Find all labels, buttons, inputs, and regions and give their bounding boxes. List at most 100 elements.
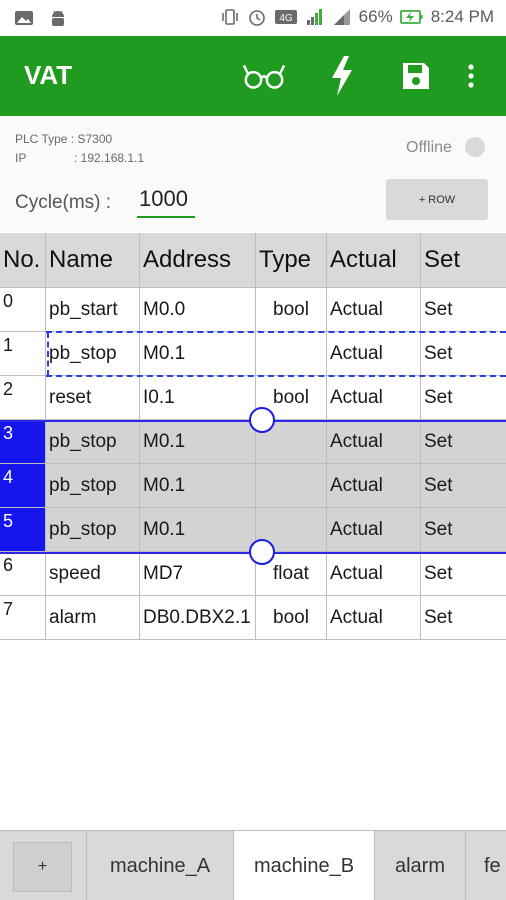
connection-status-label: Offline (406, 139, 452, 156)
cycle-label: Cycle(ms) : (15, 192, 112, 213)
table-row-selected[interactable]: 4 pb_stop M0.1 Actual Set (0, 464, 506, 508)
image-icon (15, 11, 33, 25)
actual-cell: Actual (327, 596, 421, 640)
name-cell[interactable]: alarm (46, 596, 140, 640)
row-number: 7 (0, 596, 46, 640)
tab-fe[interactable]: fe (465, 831, 506, 900)
network-4g-icon: 4G (274, 10, 297, 24)
selection-top-handle[interactable] (249, 407, 275, 433)
type-cell[interactable] (256, 508, 327, 552)
header-no: No. (0, 233, 46, 288)
type-cell[interactable]: bool (256, 376, 327, 420)
battery-charging-icon (399, 10, 423, 24)
row-number: 5 (0, 508, 46, 552)
address-cell[interactable]: M0.0 (140, 288, 256, 332)
address-cell[interactable]: M0.1 (140, 464, 256, 508)
set-cell[interactable]: Set (421, 552, 506, 596)
alarm-icon (248, 10, 265, 26)
actual-cell: Actual (327, 508, 421, 552)
name-cell[interactable]: pb_stop (46, 508, 140, 552)
address-cell[interactable]: M0.1 (140, 332, 256, 376)
type-cell[interactable] (256, 464, 327, 508)
address-cell[interactable]: MD7 (140, 552, 256, 596)
overflow-menu-button[interactable] (451, 54, 491, 98)
svg-text:4G: 4G (279, 13, 293, 24)
row-number: 4 (0, 464, 46, 508)
save-icon (403, 63, 429, 89)
row-number: 2 (0, 376, 46, 420)
table-row[interactable]: 0 pb_start M0.0 bool Actual Set (0, 288, 506, 332)
app-bar: VAT (0, 36, 506, 116)
app-title: VAT (24, 60, 73, 90)
actual-cell: Actual (327, 420, 421, 464)
type-cell[interactable] (256, 332, 327, 376)
type-cell[interactable]: bool (256, 596, 327, 640)
save-button[interactable] (394, 54, 438, 98)
actual-cell: Actual (327, 332, 421, 376)
name-cell[interactable]: speed (46, 552, 140, 596)
lightning-icon (332, 56, 352, 96)
name-cell[interactable]: pb_stop (46, 332, 140, 376)
table-row[interactable]: 7 alarm DB0.DBX2.1 bool Actual Set (0, 596, 506, 640)
actual-cell: Actual (327, 464, 421, 508)
row-number: 1 (0, 332, 46, 376)
tab-alarm[interactable]: alarm (374, 831, 465, 900)
cycle-time-input[interactable]: 1000 (137, 186, 195, 218)
set-cell[interactable]: Set (421, 332, 506, 376)
table-row-selected[interactable]: 5 pb_stop M0.1 Actual Set (0, 508, 506, 552)
set-cell[interactable]: Set (421, 464, 506, 508)
signal-2-icon (333, 9, 350, 25)
drag-target-bottom-line (46, 375, 506, 377)
set-cell[interactable]: Set (421, 288, 506, 332)
watch-button[interactable] (242, 54, 286, 98)
plc-info-panel: PLC Type : S7300 IP : 192.168.1.1 Offlin… (0, 116, 506, 232)
row-number: 0 (0, 288, 46, 332)
clock: 8:24 PM (430, 7, 494, 26)
set-cell[interactable]: Set (421, 376, 506, 420)
drag-target-left-line (47, 332, 49, 376)
overflow-menu-icon (468, 64, 474, 88)
name-cell[interactable]: reset (46, 376, 140, 420)
sheet-tab-bar: + machine_A machine_B alarm fe (0, 830, 506, 900)
add-row-button[interactable]: + ROW (386, 179, 488, 220)
header-set: Set (421, 233, 506, 288)
name-cell[interactable]: pb_start (46, 288, 140, 332)
header-type: Type (256, 233, 327, 288)
table-row[interactable]: 1 pb_stop M0.1 Actual Set (0, 332, 506, 376)
table-row[interactable]: 2 reset I0.1 bool Actual Set (0, 376, 506, 420)
drag-target-top-line (46, 331, 506, 333)
set-cell[interactable]: Set (421, 420, 506, 464)
name-cell[interactable]: pb_stop (46, 420, 140, 464)
ip-value: : 192.168.1.1 (74, 151, 145, 165)
ip-label: IP (15, 151, 27, 165)
header-name: Name (46, 233, 140, 288)
address-cell[interactable]: M0.1 (140, 420, 256, 464)
battery-percent: 66% (358, 7, 393, 26)
address-cell[interactable]: DB0.DBX2.1 (140, 596, 256, 640)
actual-cell: Actual (327, 376, 421, 420)
selection-bottom-handle[interactable] (249, 539, 275, 565)
header-address: Address (140, 233, 256, 288)
set-cell[interactable]: Set (421, 508, 506, 552)
tab-machine-a[interactable]: machine_A (86, 831, 233, 900)
actual-cell: Actual (327, 552, 421, 596)
type-cell[interactable]: float (256, 552, 327, 596)
add-sheet-button[interactable]: + (13, 842, 72, 892)
row-number: 6 (0, 552, 46, 596)
address-cell[interactable]: I0.1 (140, 376, 256, 420)
address-cell[interactable]: M0.1 (140, 508, 256, 552)
type-cell[interactable] (256, 420, 327, 464)
vibrate-icon (221, 9, 238, 25)
status-bar: 4G 66% 8:24 PM (0, 0, 506, 36)
set-cell[interactable]: Set (421, 596, 506, 640)
signal-icon (306, 9, 322, 25)
tab-machine-b[interactable]: machine_B (233, 831, 374, 900)
plc-type-label: PLC Type : S7300 (15, 132, 113, 146)
header-actual: Actual (327, 233, 421, 288)
name-cell[interactable]: pb_stop (46, 464, 140, 508)
android-icon (52, 10, 64, 26)
type-cell[interactable]: bool (256, 288, 327, 332)
connection-status-indicator (465, 137, 485, 157)
table-header-row: No. Name Address Type Actual Set (0, 233, 506, 288)
connect-button[interactable] (320, 54, 364, 98)
